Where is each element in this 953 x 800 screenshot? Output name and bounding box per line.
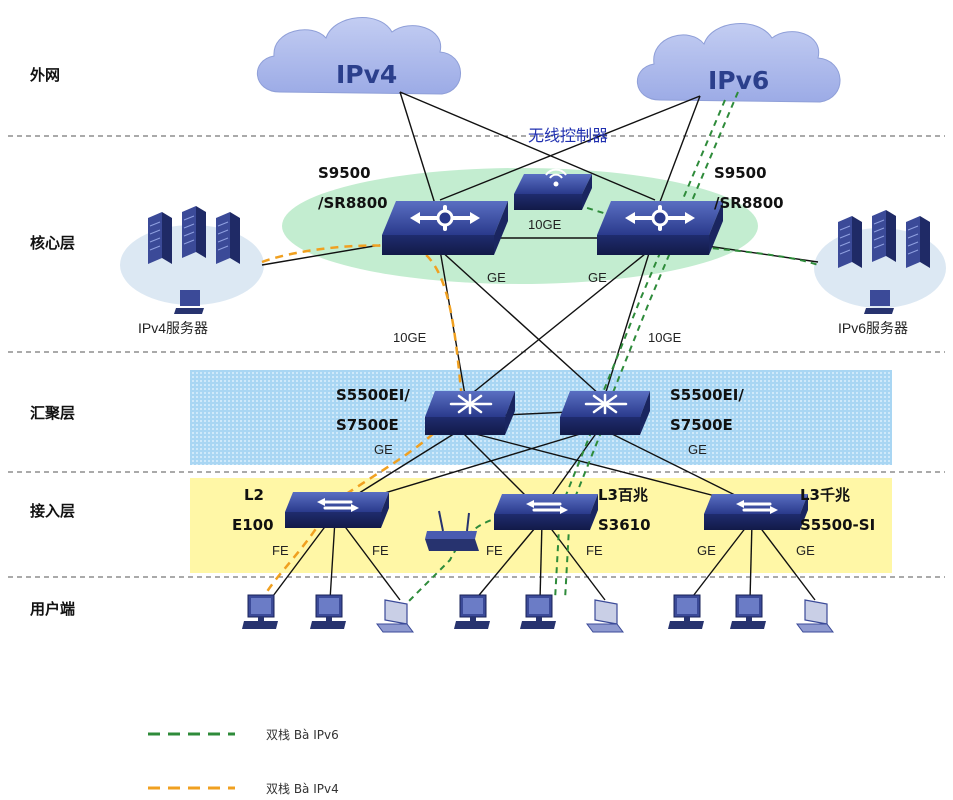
link-label-fe-3: FE bbox=[486, 543, 503, 558]
access-right-label: L3千兆 S5500-SI bbox=[800, 480, 875, 540]
pc-terminal bbox=[667, 594, 705, 630]
pc-terminal bbox=[309, 594, 347, 630]
wireless-ap bbox=[425, 510, 479, 551]
access-right-line2: S5500-SI bbox=[800, 516, 876, 534]
access-switch-right bbox=[702, 492, 810, 532]
access-mid-line1: L3百兆 bbox=[598, 486, 648, 504]
link-label-core-10ge: 10GE bbox=[528, 217, 562, 232]
core-router-left bbox=[380, 199, 510, 257]
user-terminals bbox=[241, 594, 834, 633]
agg-left-label: S5500EI/ S7500E bbox=[336, 380, 410, 440]
ipv4-cloud bbox=[257, 17, 461, 95]
layer-label-access: 接入层 bbox=[30, 502, 76, 520]
agg-right-label: S5500EI/ S7500E bbox=[670, 380, 744, 440]
access-mid-line2: S3610 bbox=[598, 516, 651, 534]
core-left-label: S9500 /SR8800 bbox=[318, 158, 388, 218]
link-label-fe-1: FE bbox=[272, 543, 289, 558]
link-label-ge-2: GE bbox=[796, 543, 815, 558]
ipv4-server-label: IPv4服务器 bbox=[138, 320, 209, 336]
ipv4-servers bbox=[147, 205, 241, 314]
laptop-terminal bbox=[376, 599, 414, 633]
pc-terminal bbox=[519, 594, 557, 630]
pc-terminal bbox=[241, 594, 279, 630]
agg-switch-left bbox=[423, 389, 517, 437]
pc-terminal bbox=[729, 594, 767, 630]
link-label-left-10ge: 10GE bbox=[393, 330, 427, 345]
link-label-core-right-ge: GE bbox=[588, 270, 607, 285]
pc-terminal bbox=[453, 594, 491, 630]
layer-label-aggregation: 汇聚层 bbox=[30, 404, 76, 422]
access-switch-mid bbox=[492, 492, 600, 532]
ipv4-cloud-label: IPv4 bbox=[336, 60, 398, 89]
ipv6-server-label: IPv6服务器 bbox=[838, 320, 909, 336]
access-left-line1: L2 bbox=[244, 486, 264, 504]
core-right-line2: /SR8800 bbox=[714, 194, 784, 212]
agg-left-line2: S7500E bbox=[336, 416, 399, 434]
core-right-line1: S9500 bbox=[714, 164, 767, 182]
wireless-controller-label: 无线控制器 bbox=[528, 126, 609, 145]
agg-right-line2: S7500E bbox=[670, 416, 733, 434]
link-label-agg-ge-right: GE bbox=[688, 442, 707, 457]
layer-dividers bbox=[8, 135, 945, 578]
access-mid-label: L3百兆 S3610 bbox=[598, 480, 651, 540]
link-label-core-left-ge: GE bbox=[487, 270, 506, 285]
layer-label-core: 核心层 bbox=[30, 234, 76, 252]
link-label-fe-2: FE bbox=[372, 543, 389, 558]
layer-label-user: 用户端 bbox=[30, 600, 76, 618]
ipv6-cloud bbox=[637, 23, 841, 103]
access-left-line2: E100 bbox=[232, 516, 274, 534]
layer-label-external: 外网 bbox=[30, 66, 61, 84]
core-right-label: S9500 /SR8800 bbox=[714, 158, 784, 218]
legend-ipv4-label: 双栈 Bà IPv4 bbox=[266, 782, 339, 796]
access-right-line1: L3千兆 bbox=[800, 486, 850, 504]
aggregation-band bbox=[190, 370, 892, 465]
ipv6-servers bbox=[837, 209, 931, 314]
ipv6-cloud-label: IPv6 bbox=[708, 66, 770, 95]
link-label-fe-4: FE bbox=[586, 543, 603, 558]
link-label-right-10ge: 10GE bbox=[648, 330, 682, 345]
laptop-terminal bbox=[796, 599, 834, 633]
core-router-right bbox=[595, 199, 725, 257]
link-label-ge-1: GE bbox=[697, 543, 716, 558]
access-left-label: L2 E100 bbox=[232, 480, 274, 540]
laptop-terminal bbox=[586, 599, 624, 633]
agg-left-line1: S5500EI/ bbox=[336, 386, 410, 404]
legend-ipv6-label: 双栈 Bà IPv6 bbox=[266, 728, 339, 742]
core-left-line2: /SR8800 bbox=[318, 194, 388, 212]
agg-right-line1: S5500EI/ bbox=[670, 386, 744, 404]
agg-switch-right bbox=[558, 389, 652, 437]
core-left-line1: S9500 bbox=[318, 164, 371, 182]
wireless-controller bbox=[514, 168, 592, 210]
link-label-agg-ge-left: GE bbox=[374, 442, 393, 457]
access-switch-left bbox=[283, 490, 391, 530]
